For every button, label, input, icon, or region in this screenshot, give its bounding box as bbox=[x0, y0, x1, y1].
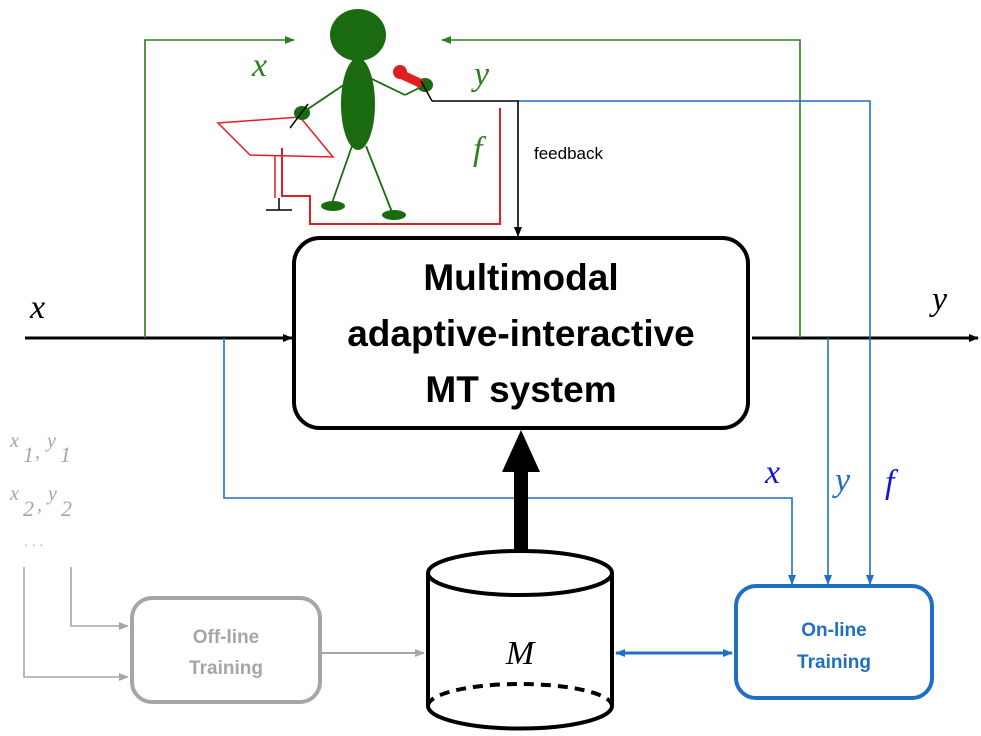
model-label: M bbox=[505, 635, 536, 672]
svg-text:x: x bbox=[9, 430, 19, 452]
svg-text:x: x bbox=[9, 483, 19, 505]
user-x-label: x bbox=[251, 47, 267, 84]
online-x-label: x bbox=[764, 454, 780, 491]
feedback-arrow bbox=[432, 100, 522, 237]
ground-icon bbox=[266, 198, 292, 211]
input-x-label: x bbox=[29, 289, 45, 326]
corpus-ellipsis: . . . bbox=[24, 533, 43, 549]
f-to-online-line bbox=[518, 100, 874, 585]
mt-system-title-line3: MT system bbox=[425, 369, 616, 410]
svg-text:,: , bbox=[37, 494, 42, 516]
mt-system-title-line1: Multimodal bbox=[423, 257, 618, 298]
feedback-label: feedback bbox=[534, 144, 603, 163]
corpus-line-2 bbox=[23, 567, 129, 681]
online-training-line1: On-line bbox=[801, 620, 866, 641]
svg-text:2: 2 bbox=[61, 496, 72, 521]
offline-training-line2: Training bbox=[189, 658, 263, 679]
x-to-user-line bbox=[144, 36, 295, 338]
user-y-label: y bbox=[471, 56, 490, 93]
mt-system-box bbox=[292, 236, 750, 430]
online-f-label: f bbox=[885, 464, 899, 501]
corpus-pair-1: x 1 , y 1 bbox=[9, 430, 71, 467]
model-to-system-arrowhead bbox=[502, 430, 540, 472]
y-to-user-line bbox=[441, 36, 801, 338]
corpus-line-1 bbox=[70, 567, 129, 630]
user-f-label: f bbox=[473, 131, 487, 168]
svg-text:,: , bbox=[35, 441, 40, 463]
svg-text:y: y bbox=[45, 430, 56, 452]
svg-text:y: y bbox=[46, 483, 57, 505]
online-y-label: y bbox=[832, 462, 851, 499]
svg-text:1: 1 bbox=[60, 442, 71, 467]
red-cable-line bbox=[281, 108, 501, 225]
svg-text:1: 1 bbox=[23, 442, 34, 467]
lectern-icon bbox=[216, 116, 335, 198]
offline-training-box bbox=[130, 596, 322, 704]
svg-text:2: 2 bbox=[23, 496, 34, 521]
corpus-pair-2: x 2 , y 2 bbox=[9, 483, 72, 521]
model-cylinder-icon bbox=[426, 549, 614, 731]
online-training-line2: Training bbox=[797, 652, 871, 673]
mt-system-title-line2: adaptive-interactive bbox=[347, 313, 695, 354]
output-y-label: y bbox=[929, 281, 948, 318]
online-training-box bbox=[734, 584, 934, 700]
x-to-online-line bbox=[223, 338, 796, 585]
user-figure-icon bbox=[289, 9, 433, 220]
offline-training-line1: Off-line bbox=[193, 627, 260, 648]
